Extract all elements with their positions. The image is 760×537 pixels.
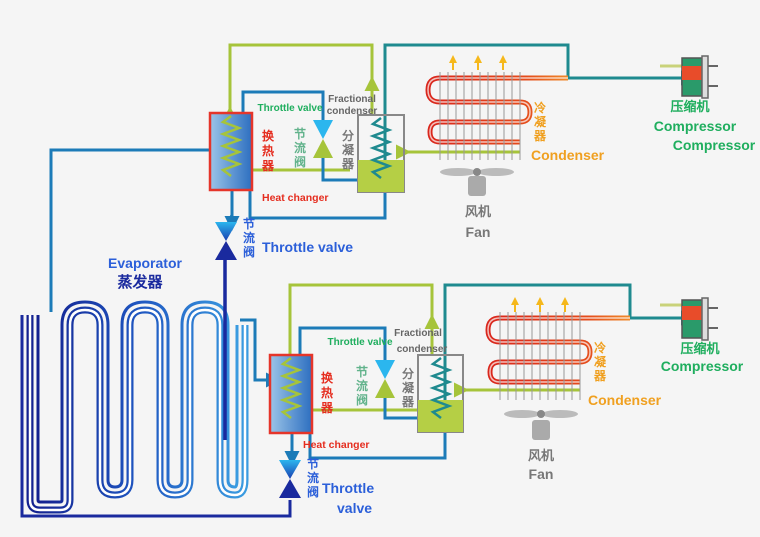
s1-throttle-small-line — [241, 90, 325, 120]
s2-throttle-small-zh-2: 流 — [356, 378, 368, 393]
s1-throttle-main-en: Throttle valve — [262, 239, 353, 255]
s1-condenser-zh-1: 冷 — [534, 100, 546, 115]
s1-small-throttle-top — [313, 120, 333, 139]
s2-compressor-zh: 压缩机 — [680, 341, 719, 356]
s2-throttle-small-en: Throttle valve — [327, 337, 392, 348]
s2-main-throttle-top — [279, 460, 301, 479]
s1-small-throttle-bottom — [313, 139, 333, 158]
s2-fractional-en-1: Fractional — [394, 328, 442, 339]
s1-frac-liquid — [358, 160, 404, 192]
s2-throttle-small-line — [298, 326, 387, 360]
s1-condenser-zh-3: 器 — [533, 129, 547, 143]
s2-hx-label-zh-1: 换 — [321, 370, 334, 385]
s1-condenser-zh-2: 凝 — [534, 114, 547, 129]
s1-hx-label-en: Heat changer — [262, 192, 329, 204]
s2-compressor-en: Compressor — [661, 358, 744, 374]
s1-compressor-en: Compressor — [654, 118, 737, 134]
s2-fan-icon — [504, 410, 578, 440]
s1-heat-arrows — [449, 55, 507, 70]
s2-frac-liquid-line — [308, 432, 447, 460]
throttle2-return-line — [22, 500, 292, 518]
s1-hx-label-zh-2: 热 — [262, 143, 274, 158]
s2-fan-en: Fan — [529, 466, 554, 482]
s1-compressor-zh: 压缩机 — [670, 99, 709, 114]
s2-frac-coil — [429, 357, 453, 419]
s1-fan-zh: 风机 — [465, 204, 491, 219]
s1-frac-zh-2: 凝 — [342, 142, 355, 157]
s1-throttle-main-zh-2: 流 — [243, 230, 255, 245]
s1-hx-label-zh-1: 换 — [262, 128, 275, 143]
s1-frac-zh-1: 分 — [342, 128, 354, 143]
s2-throttle-main-zh-1: 节 — [307, 456, 319, 471]
s2-discharge-line — [443, 283, 696, 432]
s1-frac-zh-3: 器 — [341, 157, 355, 171]
s1-throttle-small-zh-2: 流 — [294, 140, 306, 155]
s1-throttle-small-out — [321, 158, 358, 182]
s2-condenser-zh-1: 冷 — [594, 340, 606, 355]
s2-frac-zh-1: 分 — [402, 366, 414, 381]
s1-hx-coil — [219, 115, 243, 177]
s1-fan-en: Fan — [466, 224, 491, 240]
s2-condenser — [485, 312, 630, 400]
s1-main-throttle-bottom — [215, 241, 237, 260]
s2-condenser-zh-2: 凝 — [594, 354, 607, 369]
s2-fractional-en-2: condenser — [397, 344, 448, 355]
s1-condenser-en: Condenser — [531, 147, 605, 163]
s2-frac-zh-3: 器 — [401, 395, 415, 409]
s1-discharge-line — [383, 43, 696, 192]
s2-hx-label-zh-3: 器 — [320, 401, 334, 415]
s1-throttle-small-en: Throttle valve — [257, 103, 322, 114]
s2-throttle-main-en-1: Throttle — [322, 480, 374, 496]
s2-throttle-main-zh-2: 流 — [307, 470, 319, 485]
s1-fractional-en-2: condenser — [327, 106, 378, 117]
s2-heat-arrows — [511, 297, 569, 312]
s1-throttle-small-zh-1: 节 — [294, 126, 306, 141]
s2-throttle-small-zh-3: 阀 — [356, 393, 368, 407]
stage1: 换 热 器 Heat changer Throttle valve 节 流 阀 … — [208, 43, 756, 260]
s2-fan-zh: 风机 — [528, 448, 554, 463]
s1-throttle-main-zh-3: 阀 — [243, 245, 255, 259]
s1-compressor-en-dup: Compressor — [673, 137, 756, 153]
s1-main-throttle-top — [215, 222, 237, 241]
evaporator-to-hx2-line — [240, 318, 281, 388]
s1-condenser — [425, 72, 568, 160]
s2-throttle-main-zh-3: 阀 — [307, 485, 319, 499]
s1-frac-coil — [369, 117, 393, 179]
s2-small-throttle-top — [375, 360, 395, 379]
s1-hx-label-zh-3: 器 — [261, 159, 275, 173]
s2-hx-label-en: Heat changer — [303, 439, 370, 451]
s2-small-throttle-bottom — [375, 379, 395, 398]
s2-frac-liquid — [418, 400, 463, 432]
s2-compressor-icon — [681, 297, 718, 341]
s2-hx-label-zh-2: 热 — [321, 385, 333, 400]
evaporator-to-hx1-line — [49, 148, 220, 312]
s1-fractional-en-1: Fractional — [328, 94, 376, 105]
s2-hx-coil — [279, 357, 303, 419]
s1-fan-icon — [440, 168, 514, 196]
stage2: 换 热 器 Heat changer Throttle valve 节 流 阀 … — [268, 283, 744, 516]
evaporator-label-en: Evaporator — [108, 255, 182, 271]
s2-condenser-en: Condenser — [588, 392, 662, 408]
s1-throttle-small-zh-3: 阀 — [294, 155, 306, 169]
s1-compressor-icon — [681, 55, 718, 99]
s1-throttle-main-zh-1: 节 — [243, 216, 255, 231]
evaporator-coil — [20, 300, 249, 518]
s1-frac-liquid-line — [248, 190, 387, 220]
s2-frac-zh-2: 凝 — [402, 380, 415, 395]
s2-throttle-small-out — [383, 398, 420, 420]
s2-throttle-small-zh-1: 节 — [356, 364, 368, 379]
s2-throttle-main-en-2: valve — [337, 500, 372, 516]
s2-condenser-zh-3: 器 — [593, 369, 607, 383]
s2-main-throttle-bottom — [279, 479, 301, 498]
evaporator-label-zh: 蒸发器 — [117, 273, 163, 291]
